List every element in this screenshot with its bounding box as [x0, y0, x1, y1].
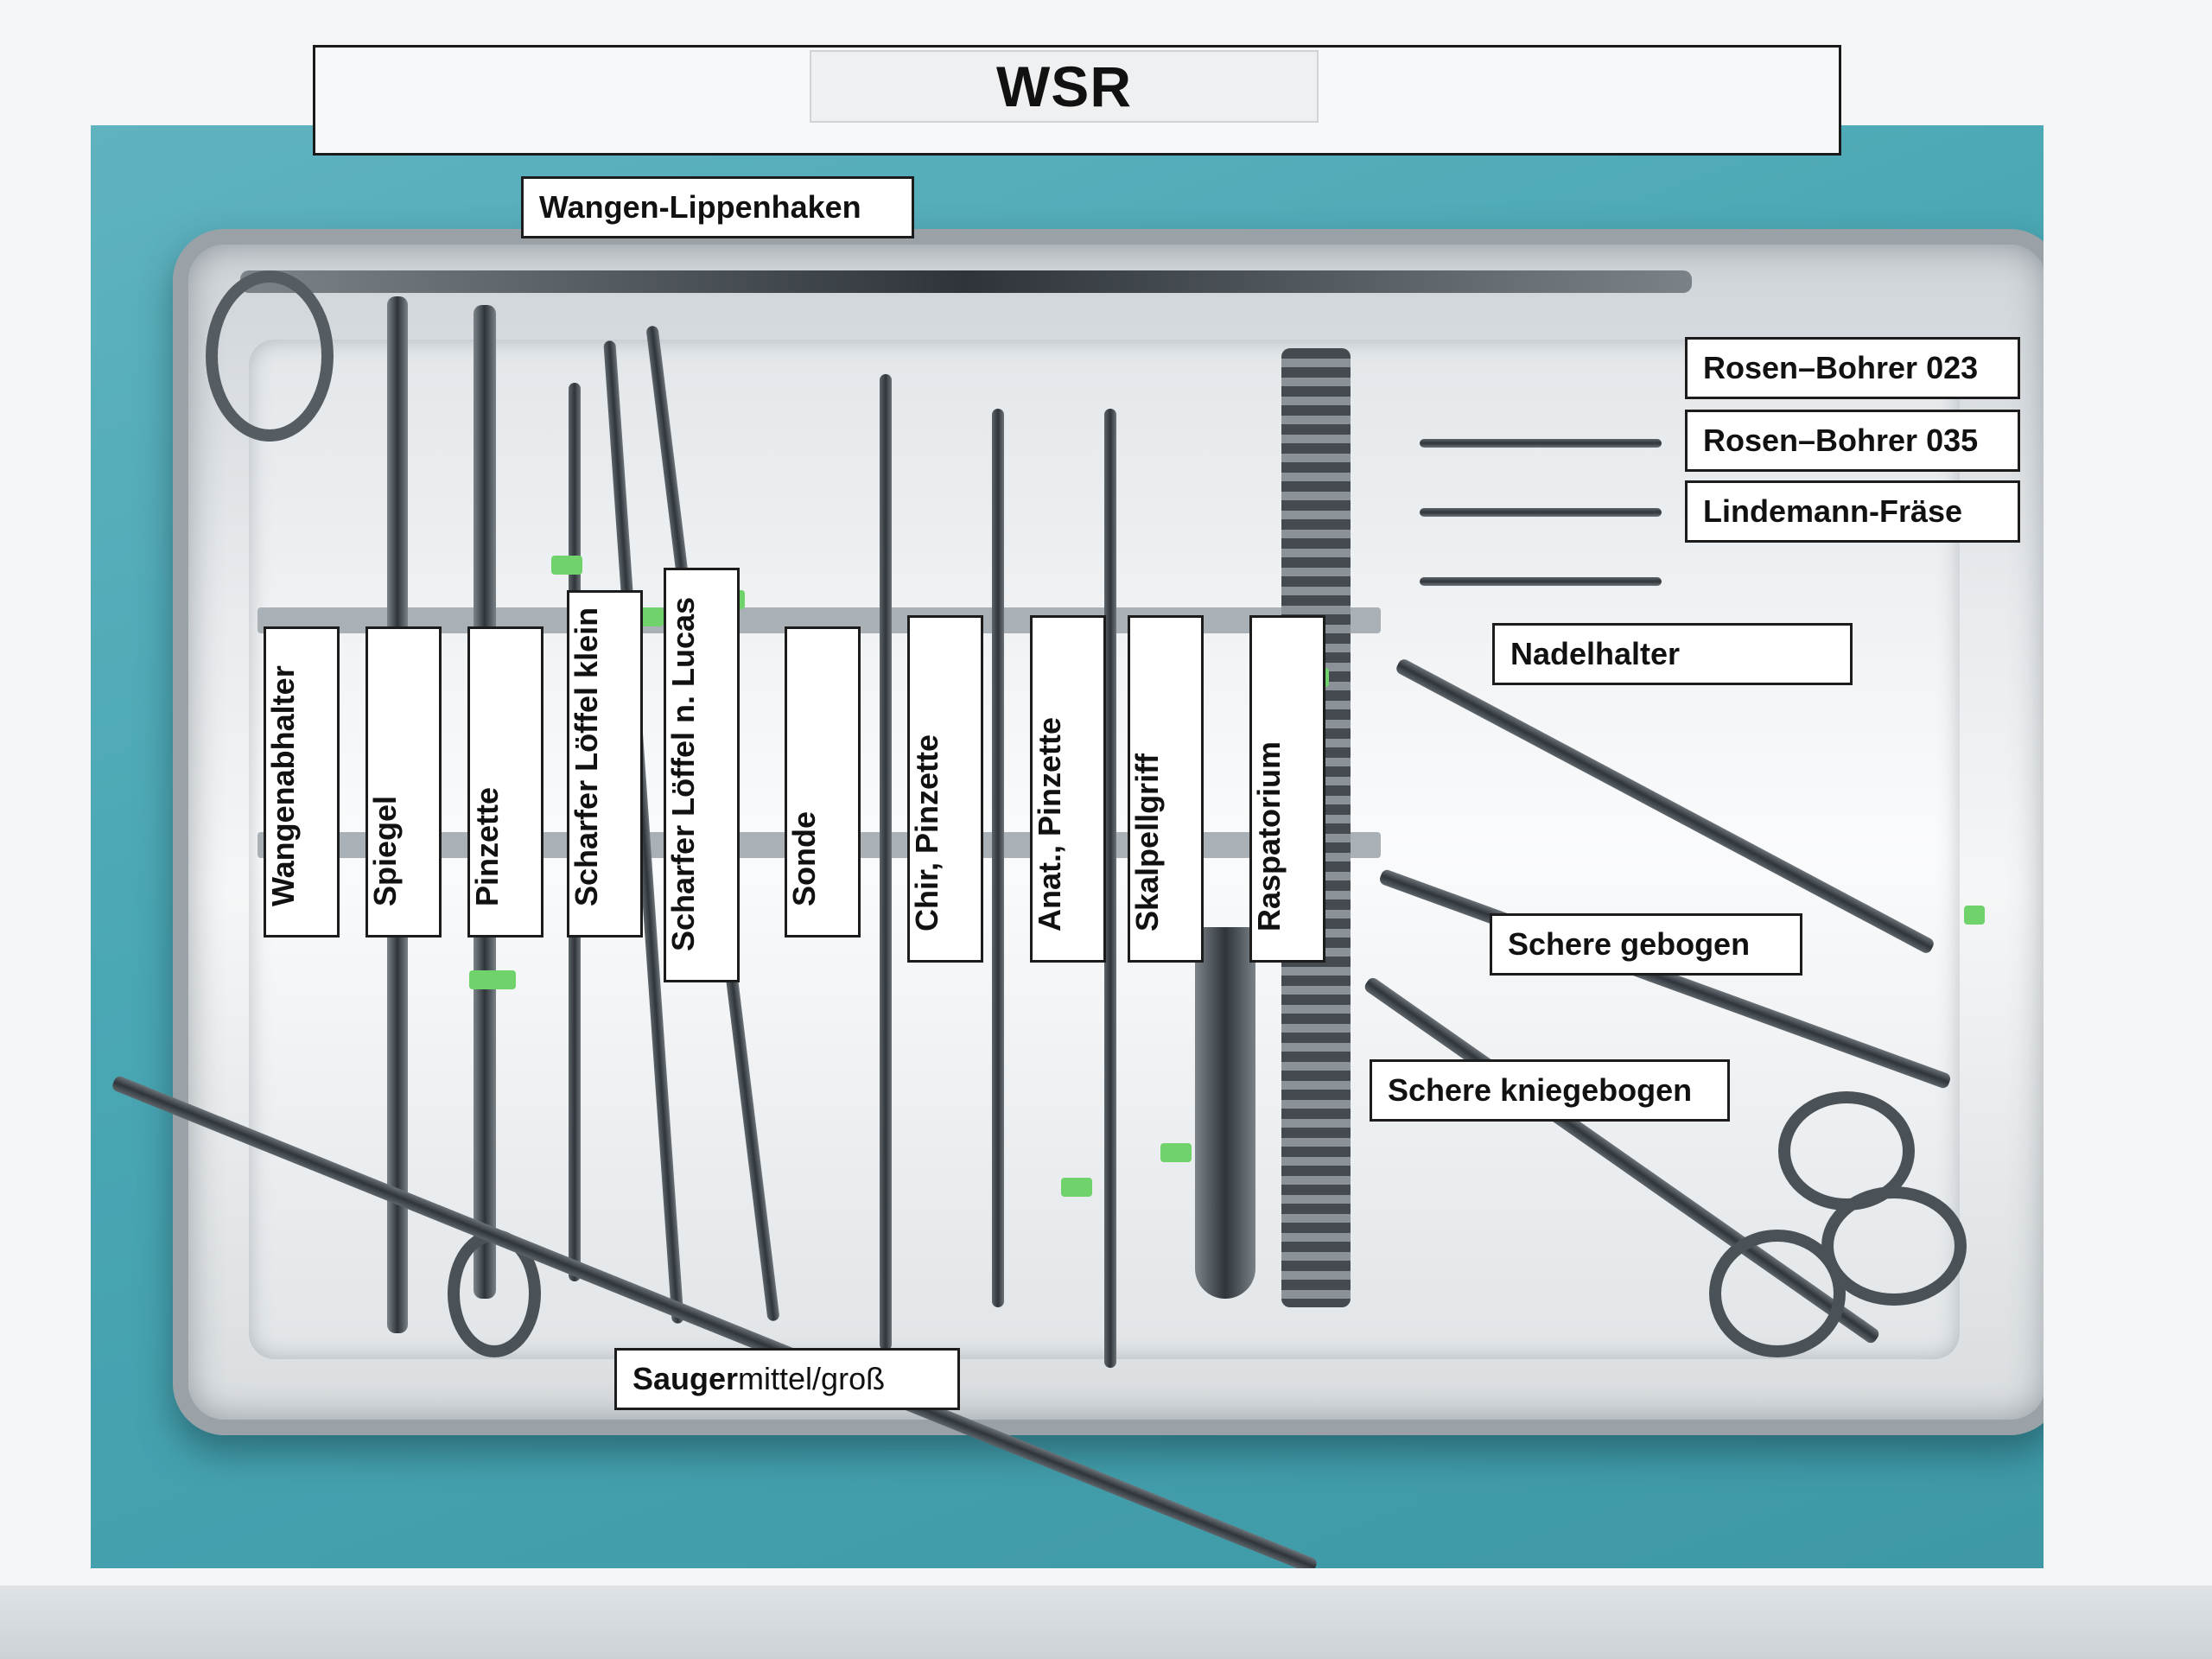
label-chir-pinzette-text: Chir, Pinzette	[909, 734, 944, 931]
label-nadelhalter: Nadelhalter	[1492, 623, 1853, 685]
surgical-forceps-instrument	[992, 409, 1004, 1307]
rose-bur-023-instrument	[1420, 439, 1662, 448]
label-scharfer-loeffel-lucas: Scharfer Löffel n. Lucas	[664, 568, 740, 982]
label-scharfer-loeffel-klein-text: Scharfer Löffel klein	[569, 607, 604, 906]
sheet-edge	[0, 1586, 2212, 1659]
label-spiegel-text: Spiegel	[367, 795, 403, 906]
retractor-hook	[206, 270, 334, 442]
label-anat-pinzette-text: Anat., Pinzette	[1032, 716, 1067, 931]
cheek-lip-retractor	[240, 270, 1692, 293]
rose-bur-035-instrument	[1420, 508, 1662, 517]
label-schere-gebogen: Schere gebogen	[1490, 913, 1802, 976]
label-wangenabhalter-text: Wangenabhalter	[265, 665, 301, 906]
label-raspatorium: Raspatorium	[1249, 615, 1325, 963]
marker-band	[469, 970, 516, 989]
label-pinzette: Pinzette	[467, 626, 543, 938]
label-rosen-bohrer-035: Rosen–Bohrer 035	[1685, 410, 2020, 472]
label-sonde: Sonde	[785, 626, 861, 938]
lindemann-bur-instrument	[1420, 577, 1662, 586]
label-scharfer-loeffel-lucas-text: Scharfer Löffel n. Lucas	[665, 596, 701, 951]
label-rosen-bohrer-023: Rosen–Bohrer 023	[1685, 337, 2020, 399]
label-spiegel: Spiegel	[365, 626, 442, 938]
label-anat-pinzette: Anat., Pinzette	[1030, 615, 1106, 963]
label-sonde-text: Sonde	[786, 810, 822, 906]
label-skalpellgriff-text: Skalpellgriff	[1129, 753, 1165, 931]
marker-band	[1160, 1143, 1192, 1162]
marker-band	[1964, 906, 1985, 925]
label-raspatorium-text: Raspatorium	[1251, 741, 1287, 931]
page-title: WSR	[810, 50, 1319, 123]
scalpel-handle-instrument	[1195, 927, 1255, 1299]
label-lindemann-fraese: Lindemann-Fräse	[1685, 480, 2020, 543]
label-pinzette-text: Pinzette	[469, 786, 505, 906]
label-skalpellgriff: Skalpellgriff	[1128, 615, 1204, 963]
marker-band	[1061, 1178, 1092, 1197]
label-sauger-bold: Sauger	[632, 1361, 739, 1396]
anatomical-forceps-instrument	[1104, 409, 1116, 1368]
marker-band	[551, 556, 582, 575]
label-wangenabhalter: Wangenabhalter	[264, 626, 340, 938]
label-sauger-size: mittel/groß	[738, 1361, 886, 1396]
scissors-ring-3	[1709, 1230, 1846, 1357]
probe-instrument	[880, 374, 892, 1351]
label-chir-pinzette: Chir, Pinzette	[907, 615, 983, 963]
label-schere-kniegebogen: Schere kniegebogen	[1370, 1059, 1730, 1122]
label-scharfer-loeffel-klein: Scharfer Löffel klein	[567, 590, 643, 938]
label-sauger: Sauger mittel/groß	[614, 1348, 960, 1410]
label-wangen-lippenhaken: Wangen-Lippenhaken	[521, 176, 914, 238]
